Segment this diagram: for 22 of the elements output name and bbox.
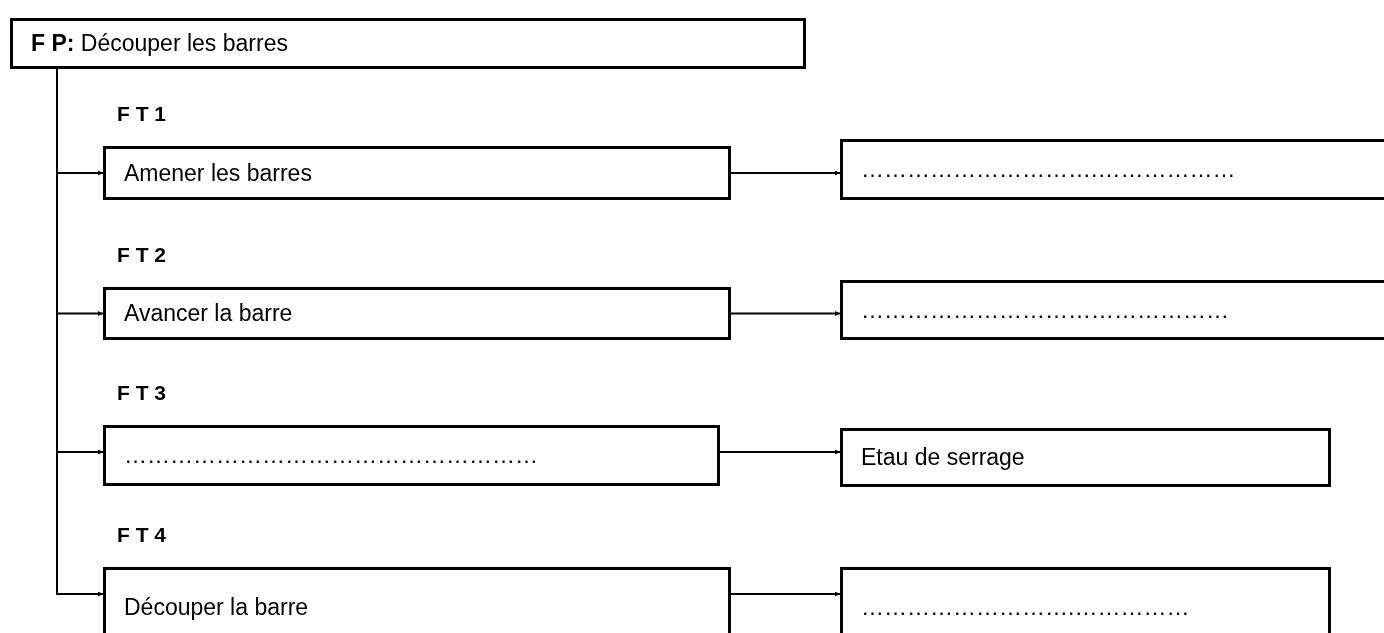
function-text: ……………………….…………… — [861, 593, 1190, 621]
arrow — [730, 311, 841, 316]
arrow — [730, 170, 841, 176]
function-box — [840, 139, 1384, 200]
function-box — [103, 146, 731, 200]
arrow — [719, 449, 841, 455]
function-box — [840, 567, 1331, 633]
function-text: Avancer la barre — [124, 300, 293, 327]
function-text: ………………………………………… — [861, 296, 1229, 324]
function-text: Etau de serrage — [861, 444, 1025, 471]
main-function-box — [10, 18, 806, 69]
function-box — [103, 425, 720, 486]
function-box — [103, 567, 731, 633]
arrow — [730, 591, 841, 597]
function-box — [103, 287, 731, 340]
function-text: ……………………………………………… — [124, 442, 538, 469]
function-text: F P: Découper les barres — [31, 30, 288, 57]
function-text: Découper la barre — [124, 593, 309, 621]
function-box — [840, 428, 1331, 487]
function-text: Amener les barres — [124, 159, 312, 187]
function-box — [840, 280, 1384, 340]
function-text: ………………………….……………… — [861, 156, 1236, 183]
